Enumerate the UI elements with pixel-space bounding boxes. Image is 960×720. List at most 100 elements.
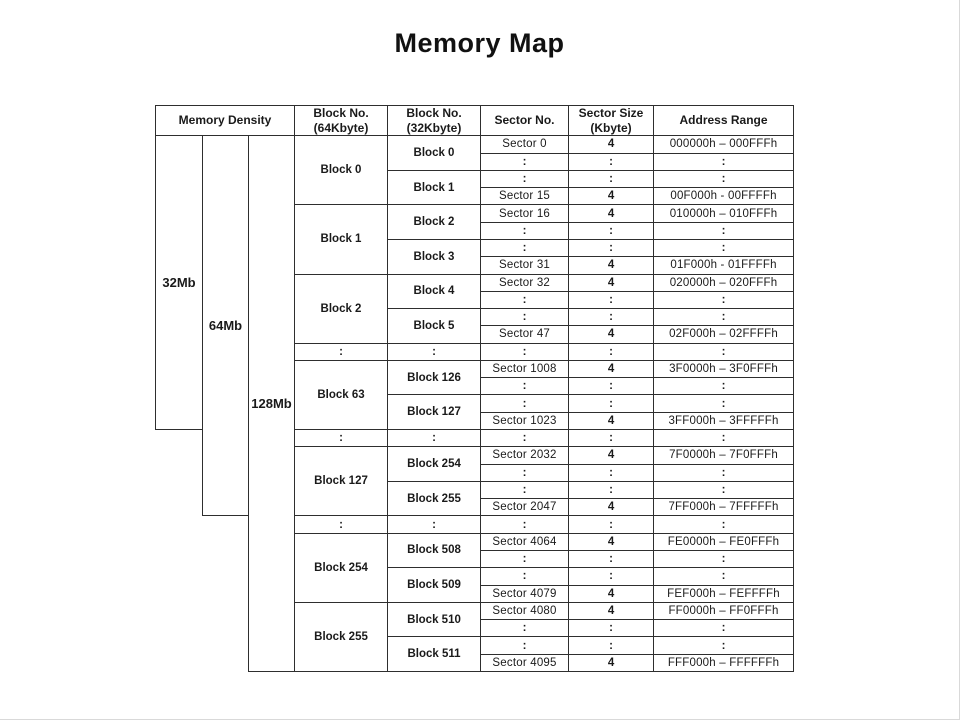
- block64-cell: Block 1: [294, 204, 389, 275]
- address-range-cell: FE0000h – FE0FFFh: [653, 532, 795, 552]
- address-range-cell: 7FF000h – 7FFFFFh: [653, 498, 795, 517]
- ellipsis-cell: :: [568, 636, 655, 655]
- sector-size-cell: 4: [568, 273, 655, 292]
- block32-cell: Block 254: [387, 446, 482, 482]
- header-sector-size: Sector Size(Kbyte): [568, 104, 655, 137]
- ellipsis-cell: :: [480, 463, 570, 482]
- sector-size-cell: 4: [568, 532, 655, 552]
- block32-cell: Block 127: [387, 394, 482, 431]
- sector-size-cell: 4: [568, 204, 655, 223]
- header-line: (64Kbyte): [313, 120, 369, 135]
- header-line: Sector Size: [578, 106, 644, 121]
- header-memory-density: Memory Density: [154, 104, 296, 137]
- table-row: Sector 31 4 01F000h - 01FFFFh: [156, 256, 795, 275]
- block32-cell: Block 0: [387, 135, 482, 171]
- sector-size-cell: 4: [568, 498, 655, 517]
- ellipsis-cell: :: [480, 377, 570, 396]
- ellipsis-cell: :: [294, 342, 389, 361]
- header-row: Memory Density Block No.(64Kbyte) Block …: [154, 104, 795, 137]
- sector-cell: Sector 4079: [480, 584, 570, 603]
- ellipsis-cell: :: [480, 290, 570, 310]
- table-row: : : :: [156, 619, 795, 638]
- sector-size-cell: 4: [568, 584, 655, 603]
- block64-cell: Block 0: [294, 135, 389, 206]
- address-range-cell: 3F0000h – 3F0FFFh: [653, 359, 795, 379]
- ellipsis-cell: :: [568, 290, 655, 310]
- sector-cell: Sector 16: [480, 204, 570, 223]
- ellipsis-cell: :: [480, 619, 570, 638]
- table-row: Block 511 : : :: [156, 636, 795, 672]
- address-range-cell: FEF000h – FEFFFFh: [653, 584, 795, 603]
- block32-cell: Block 3: [387, 238, 482, 275]
- sector-size-cell: 4: [568, 601, 655, 621]
- ellipsis-cell: :: [568, 152, 655, 171]
- block64-cell: Block 255: [294, 601, 389, 673]
- ellipsis-cell: :: [480, 342, 570, 361]
- header-line: (32Kbyte): [406, 120, 462, 135]
- block32-cell: Block 5: [387, 308, 482, 344]
- sector-cell: Sector 32: [480, 273, 570, 292]
- page-title: Memory Map: [394, 28, 565, 58]
- ellipsis-cell: :: [387, 515, 482, 534]
- sector-size-cell: 4: [568, 256, 655, 275]
- address-range-cell: FFF000h – FFFFFFh: [653, 653, 795, 673]
- table-row: Block 2 Block 4 Sector 32 4 020000h – 02…: [156, 273, 795, 344]
- ellipsis-cell: :: [653, 394, 795, 413]
- table-row: : : :: [156, 152, 795, 171]
- ellipsis-cell: :: [480, 394, 570, 413]
- table-row: Block 3 : : :: [156, 238, 795, 275]
- ellipsis-cell: :: [568, 567, 655, 586]
- ellipsis-cell: :: [568, 550, 655, 569]
- ellipsis-cell: :: [480, 636, 570, 655]
- ellipsis-cell: :: [387, 429, 482, 448]
- table-row: Sector 1023 4 3FF000h – 3FFFFFh: [156, 411, 795, 431]
- density-64mb: 64Mb: [202, 135, 249, 517]
- sector-cell: Sector 47: [480, 325, 570, 344]
- block32-cell: Block 510: [387, 601, 482, 638]
- sector-cell: Sector 31: [480, 256, 570, 275]
- address-range-cell: 000000h – 000FFFh: [653, 135, 795, 154]
- table-row: Block 254 Block 508 Sector 4064 4 FE0000…: [156, 532, 795, 603]
- block32-cell: Block 508: [387, 532, 482, 569]
- sector-cell: Sector 2032: [480, 446, 570, 465]
- address-range-cell: 7F0000h – 7F0FFFh: [653, 446, 795, 465]
- header-address-range: Address Range: [653, 104, 795, 137]
- table-row: : : :: [156, 463, 795, 482]
- address-range-cell: 01F000h - 01FFFFh: [653, 256, 795, 275]
- header-block-64k: Block No.(64Kbyte): [294, 104, 389, 137]
- ellipsis-cell: :: [653, 221, 795, 240]
- block64-cell: Block 2: [294, 273, 389, 344]
- table-row: 32Mb 64Mb 128Mb Block 0 Block 0 Sector 0…: [155, 135, 795, 672]
- ellipsis-cell: :: [653, 567, 795, 586]
- block64-cell: Block 63: [294, 359, 389, 431]
- table-row: : : :: [156, 550, 795, 569]
- sector-cell: Sector 15: [480, 187, 570, 206]
- ellipsis-cell: :: [480, 429, 570, 448]
- sector-size-cell: 4: [568, 411, 655, 431]
- density-32mb: 32Mb: [155, 135, 203, 431]
- ellipsis-cell: :: [653, 290, 795, 310]
- ellipsis-cell: :: [568, 480, 655, 500]
- ellipsis-cell: :: [653, 377, 795, 396]
- ellipsis-cell: :: [653, 550, 795, 569]
- block32-cell: Block 126: [387, 359, 482, 396]
- sector-cell: Sector 4095: [480, 653, 570, 673]
- sector-size-cell: 4: [568, 359, 655, 379]
- ellipsis-cell: :: [568, 308, 655, 327]
- table-row: : : : : :: [156, 515, 795, 534]
- ellipsis-cell: :: [653, 308, 795, 327]
- table-row: : : :: [156, 290, 795, 310]
- sector-cell: Sector 2047: [480, 498, 570, 517]
- header-line: (Kbyte): [590, 120, 632, 135]
- ellipsis-cell: :: [653, 152, 795, 171]
- ellipsis-cell: :: [653, 515, 795, 534]
- ellipsis-cell: :: [568, 429, 655, 448]
- sector-cell: Sector 1008: [480, 359, 570, 379]
- ellipsis-cell: :: [568, 342, 655, 361]
- ellipsis-cell: :: [480, 152, 570, 171]
- ellipsis-cell: :: [568, 238, 655, 258]
- address-range-cell: FF0000h – FF0FFFh: [653, 601, 795, 621]
- table-row: Block 509 : : :: [156, 567, 795, 603]
- ellipsis-cell: :: [480, 221, 570, 240]
- ellipsis-cell: :: [568, 169, 655, 189]
